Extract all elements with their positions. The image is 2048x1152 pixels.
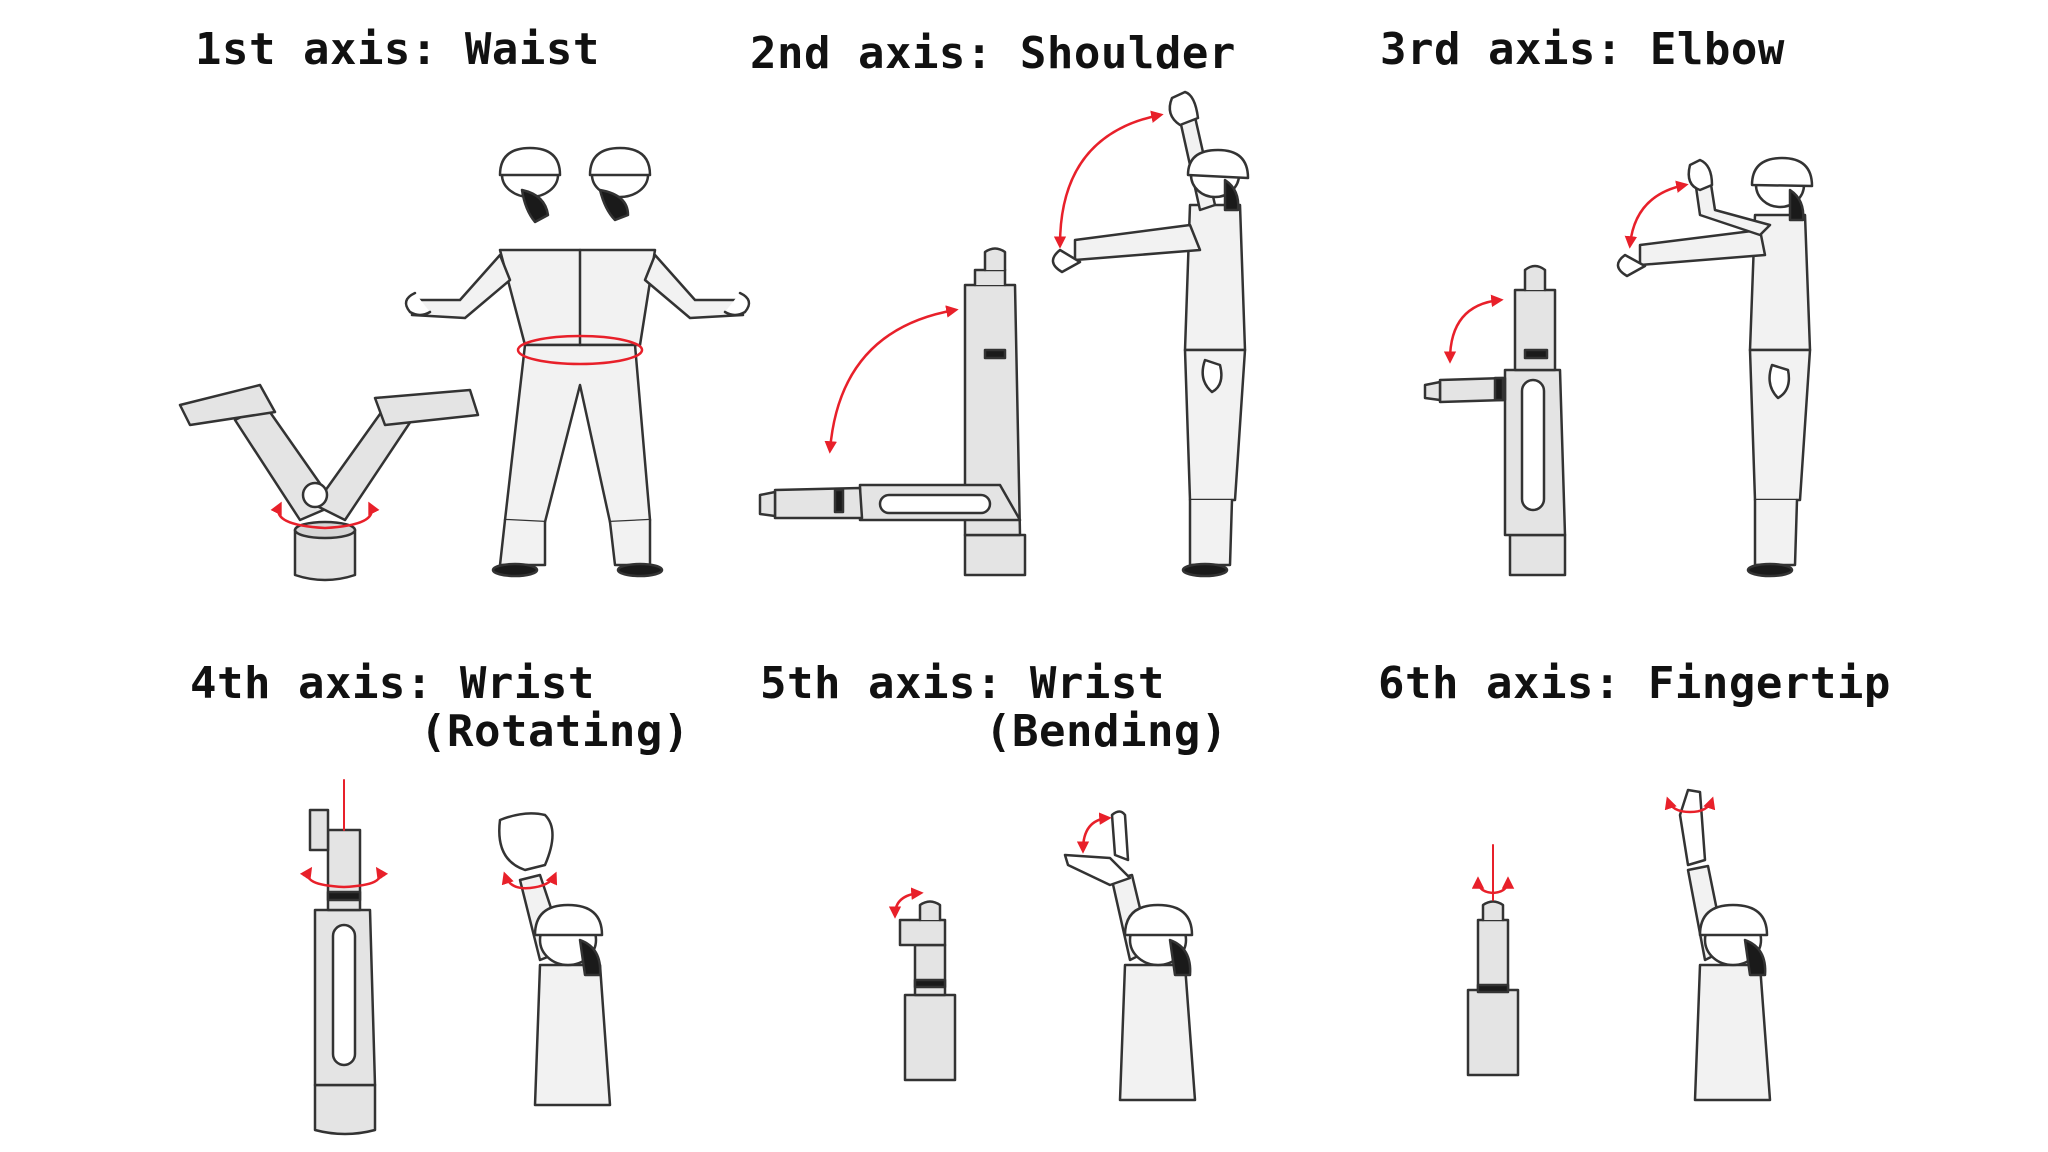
axis2-robot-arrow	[824, 305, 959, 454]
axis5-robot-arrow	[888, 887, 924, 919]
axis1-waist-arrow	[516, 334, 644, 366]
axis1-robot	[178, 383, 480, 582]
axis3-robot	[1423, 264, 1567, 577]
axis6-robot	[1466, 844, 1520, 1077]
axis4-subtitle: (Rotating)	[420, 706, 690, 757]
axis2-worker	[1051, 90, 1250, 578]
axis3-worker-arrow	[1624, 180, 1689, 249]
axis1-worker	[404, 146, 751, 578]
axis6-worker	[1678, 788, 1772, 1102]
axis4-worker-arrow	[501, 871, 558, 890]
axis5-title: 5th axis: Wrist	[760, 658, 1165, 709]
axis4-robot	[308, 779, 377, 1136]
axis3-robot-arrow	[1443, 294, 1504, 364]
axis1-title: 1st axis: Waist	[195, 24, 600, 75]
axis6-robot-arrow	[1471, 876, 1515, 895]
axis4-robot-arrow	[299, 866, 389, 889]
axis1-rotation-arrow	[270, 501, 380, 530]
axis5-worker-arrow	[1076, 812, 1112, 854]
axis5-subtitle: (Bending)	[985, 706, 1228, 757]
axis2-title: 2nd axis: Shoulder	[750, 28, 1236, 79]
axis6-title: 6th axis: Fingertip	[1378, 658, 1891, 709]
axis6-worker-arrow	[1664, 796, 1716, 814]
axis4-title: 4th axis: Wrist	[190, 658, 595, 709]
axis5-robot	[898, 900, 957, 1082]
axis2-worker-arrow	[1053, 110, 1164, 249]
axis2-robot	[758, 247, 1027, 577]
axis4-worker	[498, 812, 612, 1107]
axis3-worker	[1616, 156, 1814, 578]
axis3-title: 3rd axis: Elbow	[1380, 24, 1785, 75]
axis5-worker	[1063, 810, 1197, 1102]
